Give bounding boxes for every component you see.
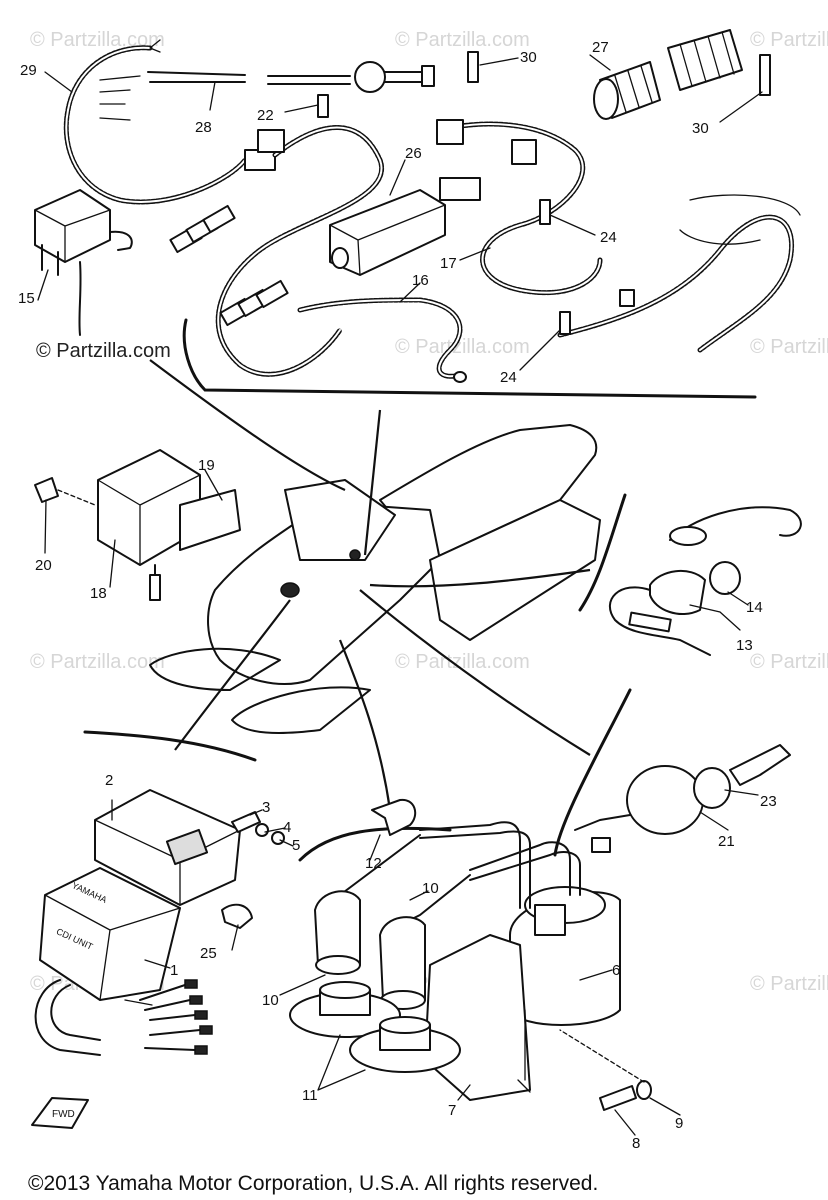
watermark-8: © Partzilla.com bbox=[750, 651, 828, 673]
part-leaders bbox=[37, 54, 763, 1136]
plug-cap-10b bbox=[379, 874, 471, 1010]
speedometer-16 bbox=[709, 561, 741, 595]
label-30b: 30 bbox=[692, 120, 709, 137]
relay-17 bbox=[34, 189, 133, 336]
label-10b: 10 bbox=[262, 992, 279, 1009]
label-17: 15 bbox=[18, 290, 35, 307]
fwd-arrow: FWD bbox=[31, 1097, 89, 1129]
label-11: 11 bbox=[302, 1087, 318, 1104]
voltage-regulator-20 bbox=[34, 449, 241, 601]
connector-23 bbox=[257, 129, 285, 153]
ignition-coil-6 bbox=[419, 821, 621, 1026]
label-16: 14 bbox=[746, 599, 763, 616]
label-2: 2 bbox=[105, 772, 113, 789]
label-24b: 24 bbox=[500, 369, 517, 386]
label-1: 1 bbox=[170, 962, 178, 979]
label-22: 20 bbox=[35, 557, 52, 574]
label-29: 29 bbox=[20, 62, 37, 79]
watermark-11: © Partzilla.com bbox=[750, 973, 828, 995]
connector-bundle-left bbox=[169, 204, 289, 327]
label-25: 25 bbox=[200, 945, 217, 962]
label-20: 18 bbox=[90, 585, 107, 602]
label-9: 9 bbox=[675, 1115, 683, 1132]
cdi-bracket-2 bbox=[94, 789, 241, 906]
leader-lines bbox=[149, 359, 591, 811]
label-4: 4 bbox=[283, 819, 291, 836]
tie-30a bbox=[467, 51, 479, 83]
clamp-12 bbox=[371, 798, 417, 836]
label-12: 12 bbox=[365, 855, 382, 872]
main-switch-13 bbox=[553, 688, 791, 857]
snowmobile-body bbox=[207, 504, 441, 685]
label-28: 28 bbox=[195, 119, 212, 136]
label-3: 3 bbox=[262, 799, 270, 816]
fwd-arrow-label: FWD bbox=[52, 1109, 75, 1120]
label-27: 27 bbox=[592, 39, 609, 56]
ski-right bbox=[231, 686, 371, 734]
label-6: 6 bbox=[612, 962, 620, 979]
ski-left bbox=[149, 647, 281, 691]
label-8: 8 bbox=[632, 1135, 640, 1152]
label-19: 17 bbox=[440, 255, 457, 272]
tie-30b bbox=[759, 54, 771, 96]
clamp-25 bbox=[221, 903, 253, 929]
part-number-labels: 29 28 22 30 27 30 26 24 17 16 24 15 19 2… bbox=[18, 39, 777, 1152]
label-7: 7 bbox=[448, 1102, 456, 1119]
bolt-8 bbox=[599, 1085, 637, 1111]
harness-29 bbox=[63, 45, 248, 205]
label-5: 5 bbox=[292, 837, 300, 854]
watermark-7: © Partzilla.com bbox=[395, 651, 530, 673]
plug-cover-11 bbox=[289, 981, 461, 1073]
cable-15 bbox=[578, 493, 802, 656]
wire-harness-group bbox=[34, 29, 801, 399]
label-30a: 30 bbox=[520, 49, 537, 66]
watermark-1: © Partzilla.com bbox=[30, 29, 165, 51]
bracket-21 bbox=[179, 489, 241, 551]
watermark-main: © Partzilla.com bbox=[36, 340, 171, 362]
label-26: 26 bbox=[405, 145, 422, 162]
label-21: 19 bbox=[198, 457, 215, 474]
plug-cap-10a bbox=[314, 834, 421, 975]
watermark-3: © Partzilla.com bbox=[750, 29, 828, 51]
label-24a: 24 bbox=[600, 229, 617, 246]
label-10a: 10 bbox=[422, 880, 439, 897]
watermark-6: © Partzilla.com bbox=[30, 651, 165, 673]
bolt-22 bbox=[34, 477, 59, 503]
label-14: 23 bbox=[760, 793, 777, 810]
key-14 bbox=[729, 744, 791, 786]
snowmobile-overview bbox=[149, 424, 601, 734]
harness-right bbox=[557, 214, 794, 353]
connector-19 bbox=[436, 119, 464, 145]
tie-24 bbox=[539, 199, 551, 225]
label-18: 16 bbox=[412, 272, 429, 289]
label-15: 13 bbox=[736, 637, 753, 654]
washer-4 bbox=[255, 823, 269, 837]
watermark-2: © Partzilla.com bbox=[395, 29, 530, 51]
bracket-7 bbox=[424, 934, 531, 1101]
cdi-unit-1: YAMAHA CDI UNIT bbox=[34, 867, 213, 1056]
label-13: 21 bbox=[718, 833, 735, 850]
watermark-5: © Partzilla.com bbox=[750, 336, 828, 358]
harness-bracket bbox=[182, 318, 757, 399]
grip-27 bbox=[593, 29, 743, 120]
tie-23 bbox=[317, 94, 329, 118]
cable-28 bbox=[147, 71, 246, 83]
watermark-4: © Partzilla.com bbox=[395, 336, 530, 358]
tie-24b bbox=[559, 311, 571, 335]
label-23: 22 bbox=[257, 107, 274, 124]
snowmobile-tunnel bbox=[429, 499, 601, 641]
switch-28 bbox=[354, 61, 386, 93]
bracket-cdi bbox=[83, 730, 257, 762]
copyright-notice: ©2013 Yamaha Motor Corporation, U.S.A. A… bbox=[28, 1172, 598, 1195]
washer-9 bbox=[636, 1080, 652, 1100]
